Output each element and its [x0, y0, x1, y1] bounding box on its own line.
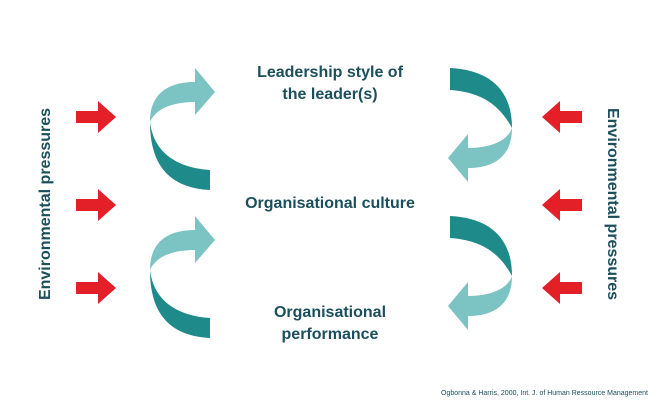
pressure-arrow-left-3 [76, 272, 116, 304]
node-performance-line1: Organisational [273, 304, 387, 321]
pressure-arrow-right-2 [542, 189, 582, 221]
side-label-left: Environmental pressures [37, 108, 54, 300]
pressure-arrow-left-2 [76, 189, 116, 221]
node-leadership-line2: the leader(s) [282, 86, 378, 103]
citation-source: Ogbonna & Harris, 2000, Int. J. of Human… [441, 390, 648, 397]
node-organisational-culture: Organisational culture [245, 195, 415, 212]
node-performance-line2: performance [281, 326, 379, 343]
side-label-right: Environmental pressures [604, 108, 621, 300]
curved-arrow-right-bottom [448, 216, 512, 330]
node-leadership-line1: Leadership style of [257, 64, 403, 81]
curved-arrow-right-top [448, 68, 512, 182]
curved-arrow-left-top [150, 68, 215, 190]
node-leadership-style: Leadership style of the leader(s) [230, 62, 430, 106]
curved-arrow-left-bottom [150, 216, 215, 338]
pressure-arrow-right-1 [542, 101, 582, 133]
pressure-arrows-left [76, 101, 116, 304]
pressure-arrows-right [542, 101, 582, 304]
pressure-arrow-left-1 [76, 101, 116, 133]
pressure-arrow-right-3 [542, 272, 582, 304]
node-organisational-performance: Organisational performance [230, 302, 430, 346]
